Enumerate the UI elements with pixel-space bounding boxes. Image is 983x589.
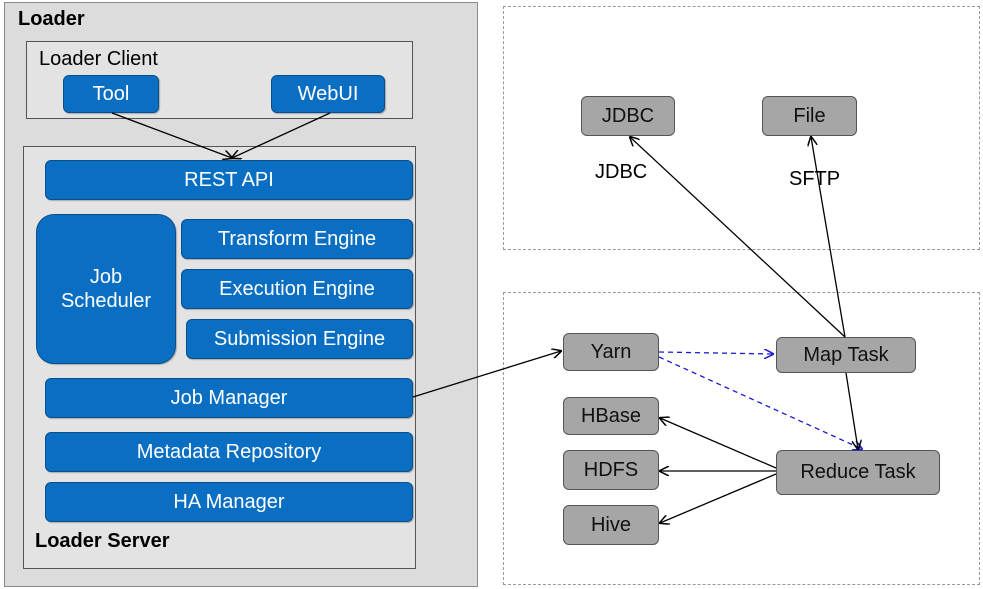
jdbc-connection-label: JDBC (595, 161, 648, 183)
map-to-file-arrow (811, 137, 846, 338)
yarn-box: Yarn (563, 333, 659, 371)
metadata-repository-box: Metadata Repository (45, 432, 413, 472)
sftp-connection-label: SFTP (789, 168, 841, 190)
map-to-jdbc-arrow (630, 137, 846, 338)
yarn-to-reduce-dashed-arrow (658, 356, 862, 449)
rest-api-box: REST API (45, 160, 413, 200)
submission-engine-box: Submission Engine (186, 319, 413, 359)
webui-box: WebUI (271, 75, 385, 113)
map-task-box: Map Task (776, 337, 916, 373)
jobmanager-to-yarn-arrow (412, 351, 561, 398)
external-sources-frame (503, 6, 980, 250)
yarn-to-map-dashed-arrow (658, 352, 773, 354)
hbase-box: HBase (563, 397, 659, 435)
ha-manager-box: HA Manager (45, 482, 413, 522)
job-scheduler-box: Job Scheduler (36, 214, 176, 364)
hdfs-box: HDFS (563, 450, 659, 490)
reduce-task-box: Reduce Task (776, 450, 940, 495)
loader-client-title: Loader Client (39, 48, 158, 70)
loader-title: Loader (18, 8, 85, 30)
webui-to-rest-arrow (232, 112, 331, 158)
jdbc-box: JDBC (581, 96, 675, 136)
execution-engine-box: Execution Engine (181, 269, 413, 309)
file-box: File (762, 96, 857, 136)
transform-engine-box: Transform Engine (181, 219, 413, 259)
reduce-to-hbase-arrow (660, 418, 777, 469)
loader-server-title: Loader Server (35, 530, 170, 552)
tool-to-rest-arrow (111, 112, 232, 158)
tool-box: Tool (63, 75, 159, 113)
map-to-reduce-arrow (845, 372, 858, 449)
hive-box: Hive (563, 505, 659, 545)
reduce-to-hive-arrow (660, 473, 777, 523)
job-manager-box: Job Manager (45, 378, 413, 418)
